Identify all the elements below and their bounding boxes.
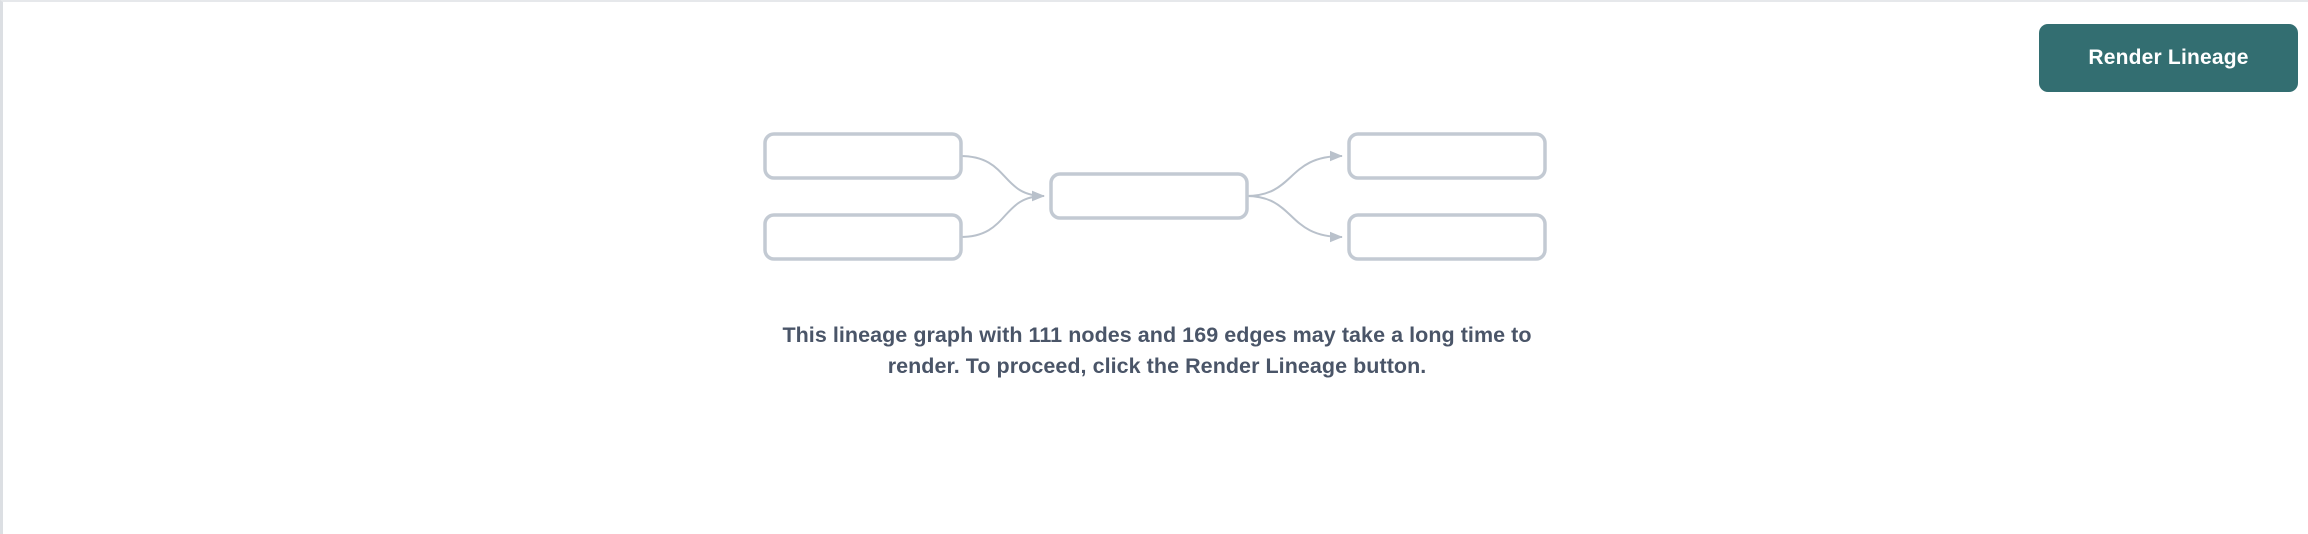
edge-upstream-2-to-focus [959, 190, 1045, 238]
graph-node-upstream-1 [763, 132, 963, 180]
edge-upstream-1-to-focus [959, 155, 1045, 202]
edge-focus-to-downstream-2 [1245, 195, 1343, 243]
lineage-warning-message: This lineage graph with 111 nodes and 16… [782, 323, 1532, 378]
graph-node-downstream-2 [1347, 213, 1547, 261]
lineage-graph-placeholder-illustration [763, 132, 1547, 261]
graph-node-focus [1049, 172, 1249, 220]
graph-node-upstream-2 [763, 213, 963, 261]
render-lineage-button[interactable]: Render Lineage [2039, 24, 2298, 92]
lineage-empty-state: This lineage graph with 111 nodes and 16… [3, 2, 2308, 534]
edge-focus-to-downstream-1 [1245, 150, 1343, 197]
graph-node-downstream-1 [1347, 132, 1547, 180]
